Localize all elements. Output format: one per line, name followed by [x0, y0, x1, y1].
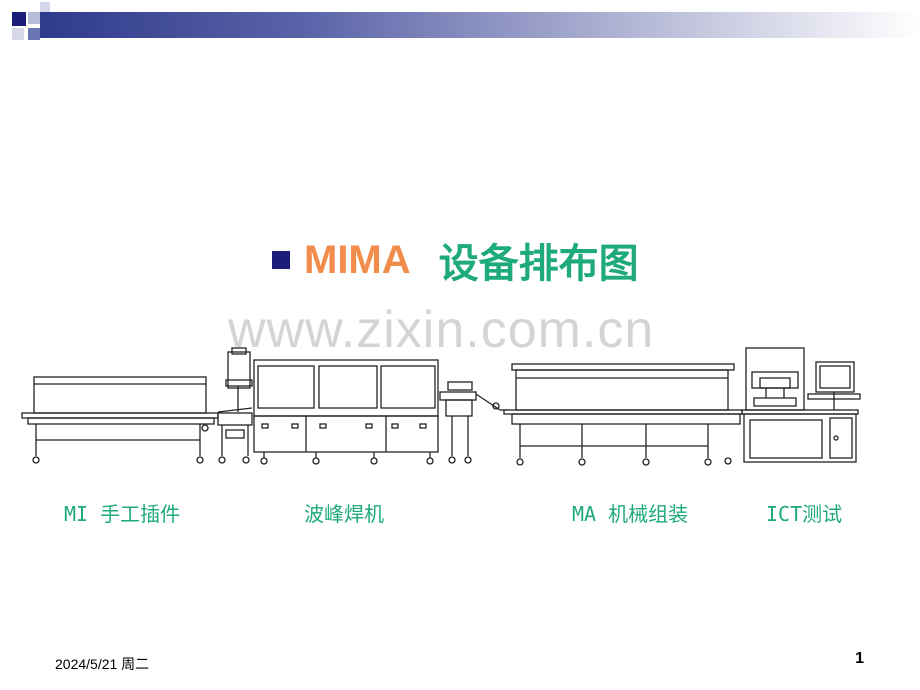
title-bullet-icon	[272, 251, 290, 269]
title-prefix: MIMA	[304, 237, 411, 282]
header-square-light	[28, 12, 40, 24]
header-gradient-bar	[40, 12, 920, 38]
watermark: www.zixin.com.cn	[228, 301, 655, 359]
slide-title: MIMA 设备排布图	[272, 230, 639, 290]
header-square-mid	[28, 28, 40, 40]
station-label-mi: MI 手工插件	[64, 502, 181, 526]
title-main: 设备排布图	[438, 241, 639, 287]
station-label-ma: MA 机械组装	[572, 502, 689, 526]
station-label-wave-solder: 波峰焊机	[304, 502, 384, 526]
mi-workbench-drawing	[21, 376, 253, 464]
header-square-small	[12, 28, 24, 40]
ict-tester-drawing	[741, 347, 861, 463]
page-number: 1	[855, 650, 864, 667]
wave-solder-machine-drawing	[225, 347, 508, 465]
station-label-ict: ICT测试	[766, 502, 843, 526]
ma-assembly-line-drawing	[503, 363, 743, 466]
header-square-tiny	[40, 2, 50, 12]
footer-date: 2024/5/21 周二	[55, 656, 150, 672]
header-square-dark	[12, 12, 26, 26]
